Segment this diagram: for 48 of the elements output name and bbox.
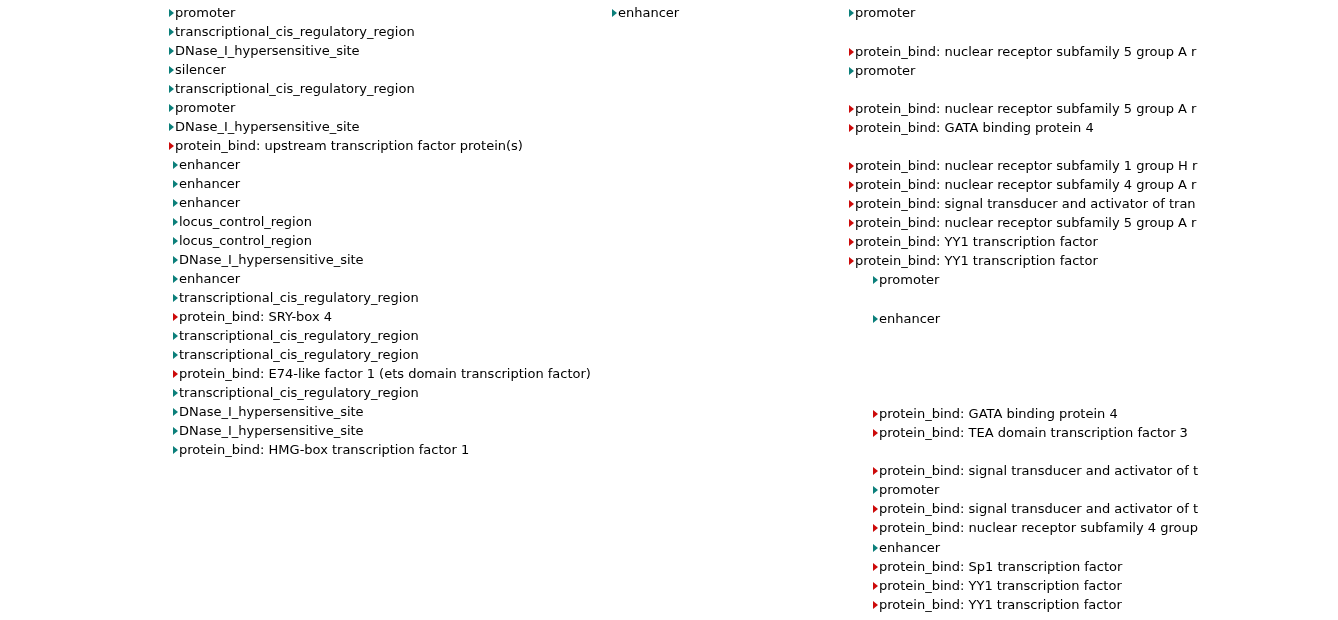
feature-label: protein_bind: nuclear receptor subfamily 5 group A r [855, 44, 1197, 60]
feature-label: enhancer [179, 195, 241, 211]
feature-label: silencer [175, 62, 226, 78]
feature-label: protein_bind: HMG-box transcription factor 1 [179, 442, 470, 458]
feature-label: enhancer [179, 176, 241, 192]
feature-label: promoter [855, 5, 916, 21]
feature-label: enhancer [618, 5, 680, 21]
feature-label: protein_bind: nuclear receptor subfamily 4 group [879, 520, 1198, 536]
feature-label: transcriptional_cis_regulatory_region [179, 385, 419, 401]
feature-label: protein_bind: GATA binding protein 4 [855, 120, 1094, 136]
feature-label: transcriptional_cis_regulatory_region [179, 347, 419, 363]
feature-label: enhancer [879, 540, 941, 556]
feature-label: promoter [855, 63, 916, 79]
feature-label: promoter [879, 272, 940, 288]
feature-label: protein_bind: nuclear receptor subfamily 5 group A r [855, 215, 1197, 231]
feature-label: protein_bind: nuclear receptor subfamily 5 group A r [855, 101, 1197, 117]
feature-label: protein_bind: TEA domain transcription factor 3 [879, 425, 1188, 441]
feature-label: transcriptional_cis_regulatory_region [179, 290, 419, 306]
feature-label: DNase_I_hypersensitive_site [179, 404, 364, 420]
feature-label: transcriptional_cis_regulatory_region [175, 24, 415, 40]
feature-label: DNase_I_hypersensitive_site [175, 119, 360, 135]
feature-label: protein_bind: E74-like factor 1 (ets domain transcription factor) [179, 366, 591, 382]
feature-label: locus_control_region [179, 233, 312, 249]
feature-label: DNase_I_hypersensitive_site [179, 252, 364, 268]
feature-label: DNase_I_hypersensitive_site [179, 423, 364, 439]
feature-label: protein_bind: signal transducer and activator of t [879, 501, 1199, 517]
feature-label: protein_bind: upstream transcription factor protein(s) [175, 138, 523, 154]
feature-label: enhancer [879, 311, 941, 327]
feature-label: promoter [175, 5, 236, 21]
feature-label: protein_bind: Sp1 transcription factor [879, 559, 1123, 575]
feature-label: protein_bind: nuclear receptor subfamily 4 group A r [855, 177, 1197, 193]
feature-label: protein_bind: YY1 transcription factor [879, 597, 1122, 613]
feature-label: protein_bind: SRY-box 4 [179, 309, 333, 325]
feature-label: transcriptional_cis_regulatory_region [175, 81, 415, 97]
feature-label: locus_control_region [179, 214, 312, 230]
feature-label: protein_bind: YY1 transcription factor [879, 578, 1122, 594]
feature-label: enhancer [179, 157, 241, 173]
feature-label: transcriptional_cis_regulatory_region [179, 328, 419, 344]
feature-label: protein_bind: signal transducer and activator of t [879, 463, 1199, 479]
feature-label: enhancer [179, 271, 241, 287]
feature-label: protein_bind: YY1 transcription factor [855, 253, 1098, 269]
feature-label: promoter [879, 482, 940, 498]
feature-label: protein_bind: GATA binding protein 4 [879, 406, 1118, 422]
feature-label: protein_bind: YY1 transcription factor [855, 234, 1098, 250]
feature-label: protein_bind: nuclear receptor subfamily 1 group H r [855, 158, 1198, 174]
feature-label: DNase_I_hypersensitive_site [175, 43, 360, 59]
feature-label: promoter [175, 100, 236, 116]
feature-label: protein_bind: signal transducer and activator of tran [855, 196, 1196, 212]
